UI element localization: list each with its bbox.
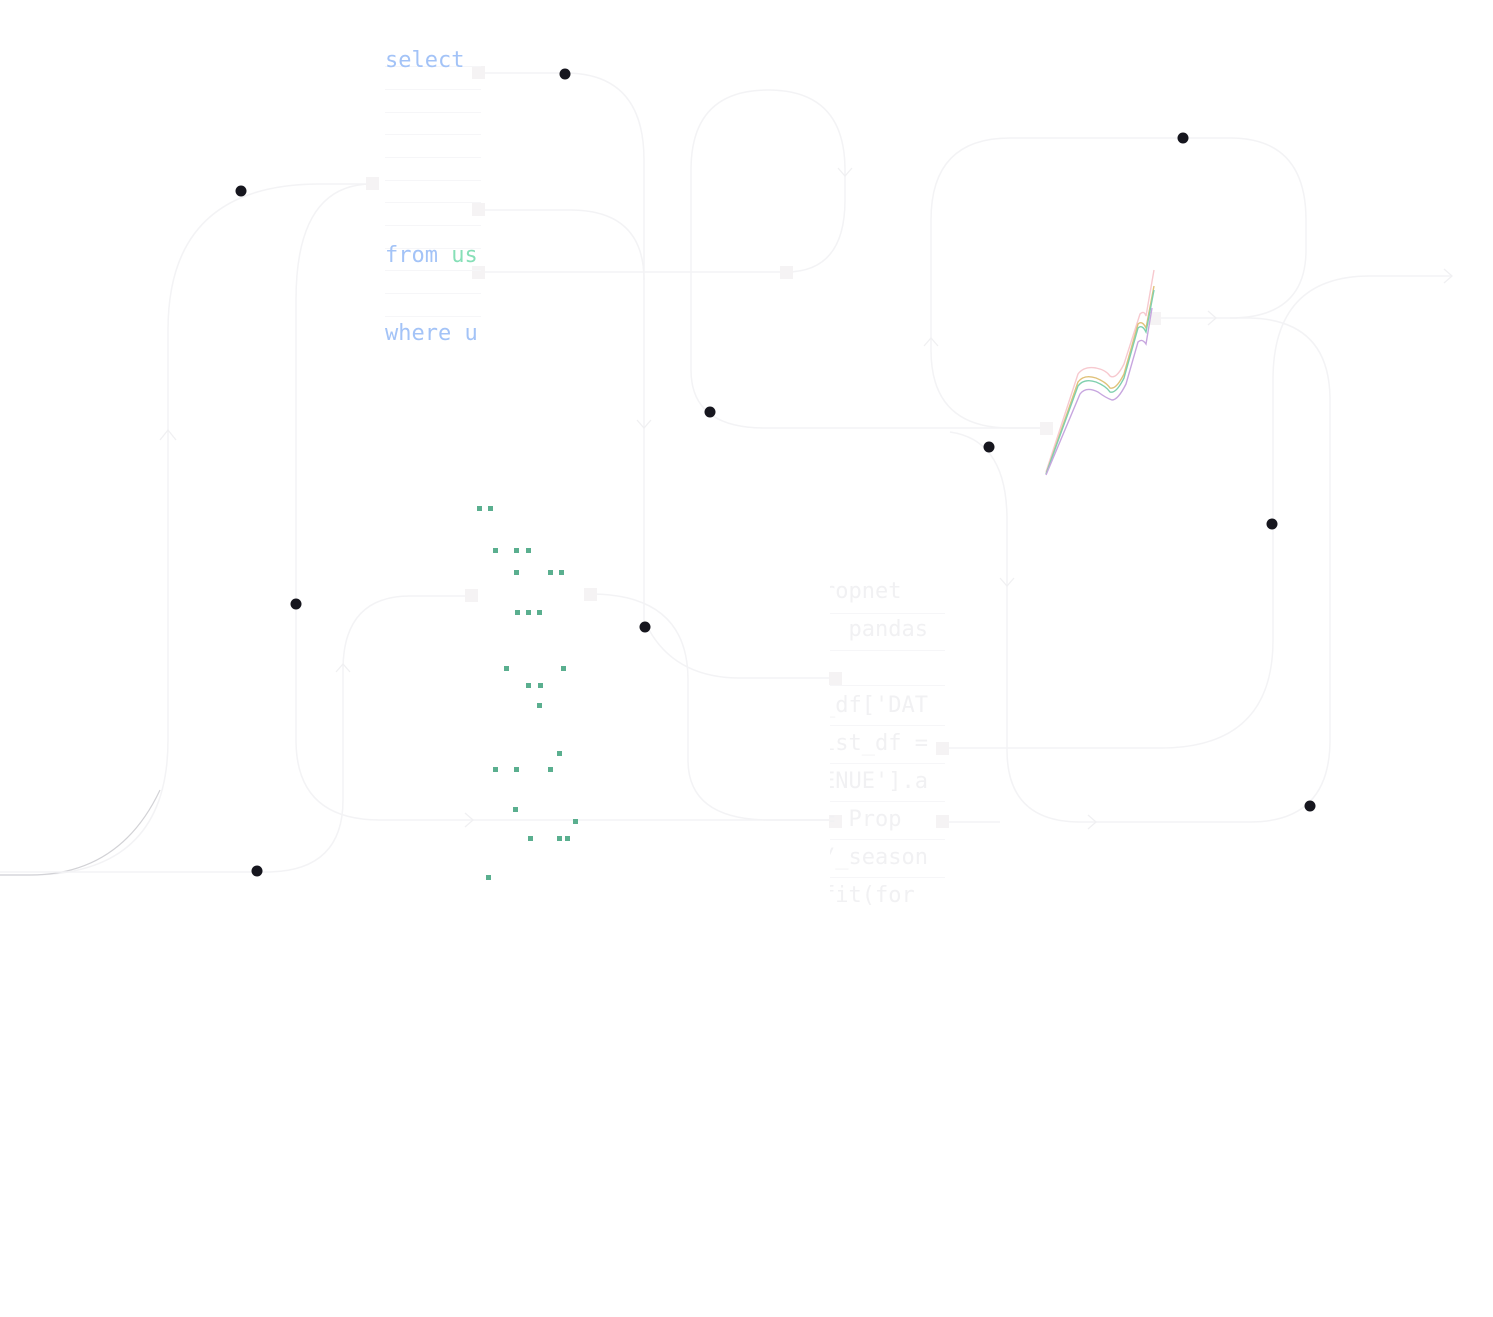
matrix-dot	[537, 610, 542, 615]
python-line: = Prop	[830, 807, 902, 832]
matrix-dot	[493, 767, 498, 772]
arrow-right-icon	[1443, 268, 1453, 284]
trend-line-series-2	[1045, 285, 1155, 475]
node-dot	[290, 598, 302, 610]
matrix-dot	[526, 610, 531, 615]
matrix-dot	[504, 666, 509, 671]
sql-line: where u	[385, 321, 478, 343]
matrix-dot	[514, 570, 519, 575]
matrix-dot	[513, 807, 518, 812]
matrix-dot	[528, 836, 533, 841]
pipe-line	[949, 317, 1331, 823]
pipe-line	[942, 275, 1452, 749]
sql-keyword: from	[385, 243, 438, 268]
matrix-dot	[526, 683, 531, 688]
sql-identifier: us	[451, 243, 478, 268]
port-square	[829, 815, 842, 828]
dot-matrix-panel	[470, 495, 590, 895]
port-square	[829, 672, 842, 685]
port-square	[472, 266, 485, 279]
matrix-dot	[548, 767, 553, 772]
node-dot	[639, 621, 651, 633]
trend-line-series-1	[1045, 269, 1155, 473]
sql-code-snippet: select from us where u	[385, 44, 481, 344]
node-dot	[559, 68, 571, 80]
port-square	[465, 589, 478, 602]
matrix-dot	[559, 570, 564, 575]
python-line: ist_df =	[830, 731, 928, 756]
pipe-line	[690, 89, 1046, 429]
port-square	[366, 177, 379, 190]
matrix-dot	[548, 570, 553, 575]
pipe-line	[295, 183, 840, 821]
node-dot	[1304, 800, 1316, 812]
sql-line: from us	[385, 243, 478, 269]
matrix-dot	[526, 548, 531, 553]
pipe-line	[0, 595, 472, 873]
arrow-right-icon	[1207, 310, 1217, 326]
arrow-up-icon	[335, 663, 351, 673]
pipe-line	[478, 72, 645, 620]
node-dot	[704, 406, 716, 418]
python-line: : pandas	[830, 617, 928, 642]
sql-identifier: u	[464, 321, 478, 343]
matrix-dot	[493, 548, 498, 553]
port-square	[472, 66, 485, 79]
port-square	[472, 203, 485, 216]
node-dot	[235, 185, 247, 197]
arrow-down-icon	[837, 167, 853, 177]
matrix-dot	[514, 548, 519, 553]
mini-trend-chart	[1045, 269, 1155, 476]
matrix-dot	[557, 836, 562, 841]
python-line: _df['DAT	[830, 693, 928, 718]
port-square	[584, 588, 597, 601]
pipe-line	[930, 137, 1307, 429]
arrow-right-icon	[1087, 814, 1097, 830]
arrow-down-icon	[636, 419, 652, 429]
matrix-dot	[486, 875, 491, 880]
arrow-up-icon	[159, 428, 177, 441]
port-square	[1040, 422, 1053, 435]
arrow-down-icon	[999, 577, 1015, 587]
python-code-snippet: ropnet : pandas _df['DAT ist_df = ENUE']…	[830, 575, 945, 905]
arrow-up-icon	[923, 337, 939, 347]
matrix-dot	[515, 610, 520, 615]
matrix-dot	[537, 703, 542, 708]
trend-line-series-3	[1045, 289, 1155, 475]
python-line: fit(for	[830, 883, 915, 905]
matrix-dot	[538, 683, 543, 688]
python-line: ropnet	[830, 579, 902, 604]
matrix-dot	[477, 506, 482, 511]
python-line: ENUE'].a	[830, 769, 928, 794]
pipe-line	[478, 209, 645, 281]
python-line: /_season	[830, 845, 928, 870]
matrix-dot	[557, 751, 562, 756]
arrow-right-icon	[464, 812, 474, 828]
pipe-line	[643, 619, 835, 679]
port-square	[780, 266, 793, 279]
port-square	[936, 815, 949, 828]
sql-line: select	[385, 48, 464, 74]
matrix-dot	[561, 666, 566, 671]
node-dot	[251, 865, 263, 877]
sql-keyword: where	[385, 321, 452, 343]
pipe-line	[0, 183, 372, 876]
sql-keyword: select	[385, 48, 465, 73]
node-dot	[1266, 518, 1278, 530]
port-square	[936, 742, 949, 755]
node-dot	[983, 441, 995, 453]
pipe-line	[589, 593, 835, 821]
matrix-dot	[573, 819, 578, 824]
matrix-dot	[565, 836, 570, 841]
trend-line-series-4	[1045, 307, 1153, 476]
matrix-dot	[488, 506, 493, 511]
node-dot	[1177, 132, 1189, 144]
pipe-line-highlight	[0, 789, 161, 876]
matrix-dot	[514, 767, 519, 772]
